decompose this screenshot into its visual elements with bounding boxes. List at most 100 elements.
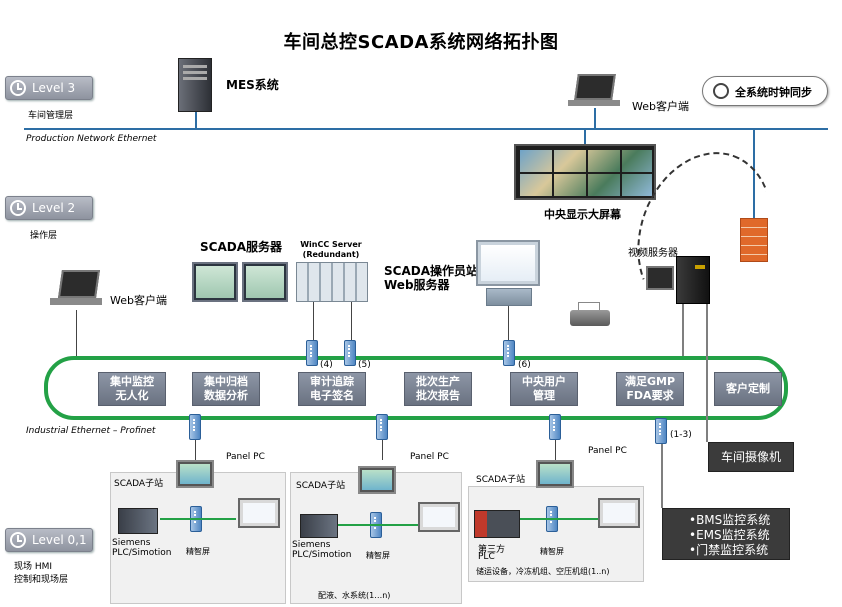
clock-sync-badge: 全系统时钟同步 [702, 76, 828, 106]
wincc-server-note: (Redundant) [302, 250, 360, 259]
scada-station-monitor-icon [476, 240, 540, 286]
station-3-uplink [555, 440, 556, 460]
station-2-footer: 配液、水系统(1…n) [318, 591, 391, 600]
station-2-substation-label: SCADA子站 [296, 481, 346, 491]
function-line-2: 数据分析 [204, 389, 248, 402]
production-network-label: Production Network Ethernet [26, 134, 157, 144]
function-box-2: 集中归档数据分析 [192, 372, 260, 406]
laptop-icon [566, 74, 622, 108]
video-wall-icon [514, 144, 656, 200]
firewall-icon [740, 218, 768, 262]
function-line-2: 批次报告 [416, 389, 460, 402]
page-title: 车间总控SCADA系统网络拓扑图 [283, 32, 559, 53]
station-3-screen-label: 精智屏 [540, 547, 564, 556]
level-2-sub: 操作层 [30, 231, 58, 241]
hmi-screen-icon [598, 498, 640, 528]
station-3-plc-label-2: PLC [478, 552, 495, 562]
industrial-network-label: Industrial Ethernet – Profinet [26, 426, 156, 436]
web-client-top-link [594, 108, 596, 128]
scada-server-monitor-2 [242, 262, 288, 302]
function-line-1: 批次生产 [416, 375, 460, 388]
function-line-2: 电子签名 [310, 389, 354, 402]
plc-icon [474, 510, 520, 538]
port-label-5: (5) [358, 360, 371, 370]
video-server-monitor-icon [646, 266, 674, 290]
video-server-label: 视频服务器 [628, 248, 678, 259]
station-2-profinet [338, 524, 422, 526]
laptop-icon [48, 270, 104, 310]
station-1-uplink [195, 440, 196, 460]
camera-box: 车间摄像机 [708, 442, 794, 472]
bms-box: •BMS监控系统 •EMS监控系统 •门禁监控系统 [662, 508, 790, 560]
function-line-1: 集中归档 [204, 375, 248, 388]
scada-station-label-2: Web服务器 [384, 278, 450, 292]
network-switch-icon [655, 418, 667, 444]
function-line-1: 审计追踪 [310, 375, 354, 388]
wincc-link-2 [351, 302, 352, 342]
level-3-badge: Level 3 [5, 76, 93, 100]
function-box-1: 集中监控无人化 [98, 372, 166, 406]
station-1-screen-label: 精智屏 [186, 547, 210, 556]
wincc-server-rack-icon [296, 262, 368, 302]
video-wall-link [584, 128, 586, 144]
panel-pc-icon [358, 466, 396, 494]
camera-label: 车间摄像机 [720, 450, 781, 464]
function-line-1: 客户定制 [726, 382, 770, 395]
station-3-substation-label: SCADA子站 [476, 475, 526, 485]
station-1-plc-label-1: Siemens [112, 538, 151, 548]
port-label-4: (4) [320, 360, 333, 370]
function-line-1: 满足GMP [624, 375, 676, 388]
network-switch-icon [189, 414, 201, 440]
plc-icon [118, 508, 158, 534]
bms-line-1: •BMS监控系统 [689, 513, 771, 527]
function-line-1: 中央用户 [522, 375, 566, 388]
port-label-6: (6) [518, 360, 531, 370]
plc-icon [300, 514, 338, 538]
station-3-profinet [520, 518, 598, 520]
wincc-server-name: WinCC Server [300, 240, 362, 249]
station-1-substation-label: SCADA子站 [114, 479, 164, 489]
web-client-top-label: Web客户端 [632, 100, 689, 113]
function-line-2: FDA要求 [626, 389, 674, 402]
network-switch-icon [503, 340, 515, 366]
function-line-2: 无人化 [115, 389, 149, 402]
scada-server-label: SCADA服务器 [200, 240, 282, 254]
clock-icon [713, 83, 729, 99]
function-box-5: 中央用户管理 [510, 372, 578, 406]
wincc-link-1 [313, 302, 314, 342]
station-2-uplink [382, 440, 383, 460]
scada-station-cpu-icon [486, 288, 532, 306]
field-station-1 [110, 472, 286, 604]
level-01-badge: Level 0,1 [5, 528, 93, 552]
level-2-label: Level 2 [32, 201, 76, 215]
camera-link [706, 304, 708, 442]
clock-icon [10, 200, 26, 216]
web-client-left-link [76, 310, 77, 356]
function-line-1: 集中监控 [110, 375, 154, 388]
port-label-13: (1-3) [670, 430, 692, 440]
firewall-uplink [753, 128, 755, 218]
clock-icon [10, 80, 26, 96]
video-server-tower-icon [676, 256, 710, 304]
station-2-screen-label: 精智屏 [366, 551, 390, 560]
network-switch-icon [376, 414, 388, 440]
station-3-panel-label: Panel PC [588, 446, 627, 456]
network-switch-icon [344, 340, 356, 366]
production-network-line [24, 128, 828, 130]
field-station-2 [290, 472, 462, 604]
industrial-ethernet-ring [44, 356, 788, 420]
network-switch-icon [549, 414, 561, 440]
station-2-plc-label-1: Siemens [292, 540, 331, 550]
panel-pc-icon [536, 460, 574, 488]
video-server-link [682, 304, 684, 356]
function-box-7: 客户定制 [714, 372, 782, 406]
station-3-plc-label-1: 第三方 [478, 545, 506, 555]
mes-link [195, 112, 197, 128]
bms-line-2: •EMS监控系统 [689, 528, 770, 542]
mes-label: MES系统 [226, 78, 279, 92]
wincc-server-label: WinCC Server (Redundant) [300, 240, 362, 260]
video-wall-label: 中央显示大屏幕 [544, 208, 621, 221]
bms-line-3: •门禁监控系统 [689, 543, 769, 557]
level-2-badge: Level 2 [5, 196, 93, 220]
